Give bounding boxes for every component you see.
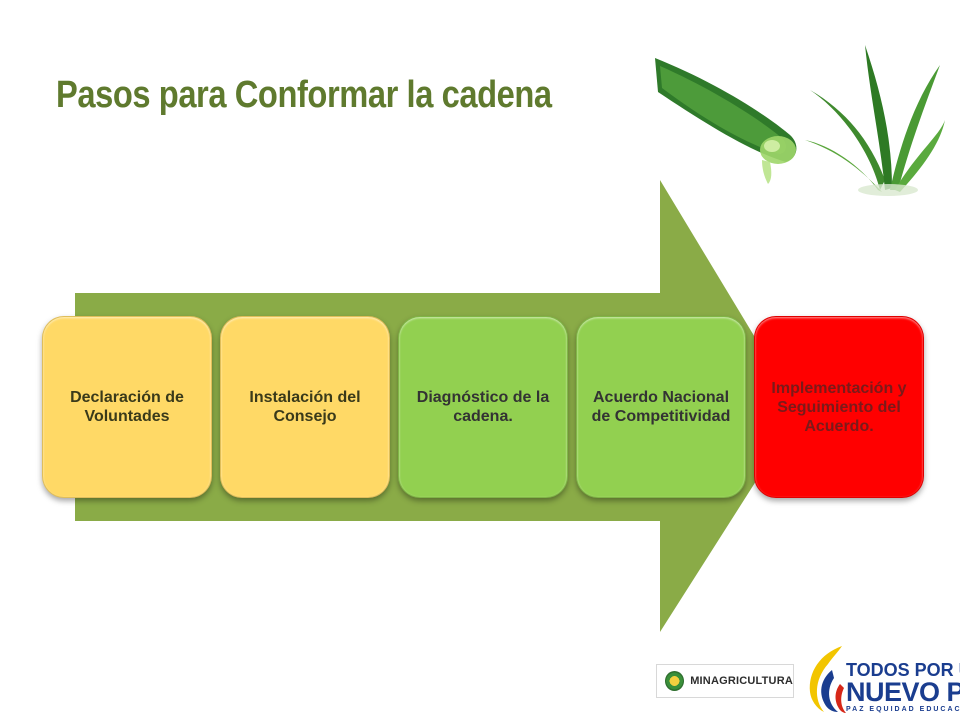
step-label: Instalación del Consejo	[249, 389, 361, 425]
step-acuerdo: Acuerdo Nacional de Competitividad	[576, 316, 746, 498]
todos-por-un-nuevo-pais-logo: TODOS POR UN NUEVO PAÍS PAZ EQUIDAD EDUC…	[846, 660, 960, 714]
step-label: Acuerdo Nacional de Competitividad	[591, 389, 731, 425]
minagricultura-logo: MINAGRICULTURA	[656, 664, 794, 698]
slogan-line-2: NUEVO PAÍS	[846, 677, 960, 707]
colombia-flag-swoosh-icon	[809, 646, 846, 713]
aloe-illustration	[655, 45, 945, 196]
step-label: Diagnóstico de la cadena.	[416, 389, 550, 425]
step-diagnostico: Diagnóstico de la cadena.	[398, 316, 568, 498]
slide-title: Pasos para Conformar la cadena	[56, 74, 552, 116]
slogan-line-1: TODOS POR UN	[846, 660, 960, 680]
step-label: Declaración de Voluntades	[70, 389, 184, 425]
step-instalacion: Instalación del Consejo	[220, 316, 390, 498]
slogan-line-3: PAZ EQUIDAD EDUCACIÓN	[846, 706, 960, 713]
footer-logos: MINAGRICULTURA TODOS POR UN NUEVO PAÍS P…	[650, 640, 960, 720]
colombia-seal-icon	[665, 671, 685, 691]
aloe-leaf-icon	[655, 58, 797, 184]
step-implementacion: Implementación y Seguimiento del Acuerdo…	[754, 316, 924, 498]
step-label: Implementación y Seguimiento del Acuerdo…	[771, 379, 907, 435]
ministry-name: MINAGRICULTURA	[690, 675, 793, 687]
step-declaracion: Declaración de Voluntades	[42, 316, 212, 498]
aloe-plant-icon	[805, 45, 945, 196]
